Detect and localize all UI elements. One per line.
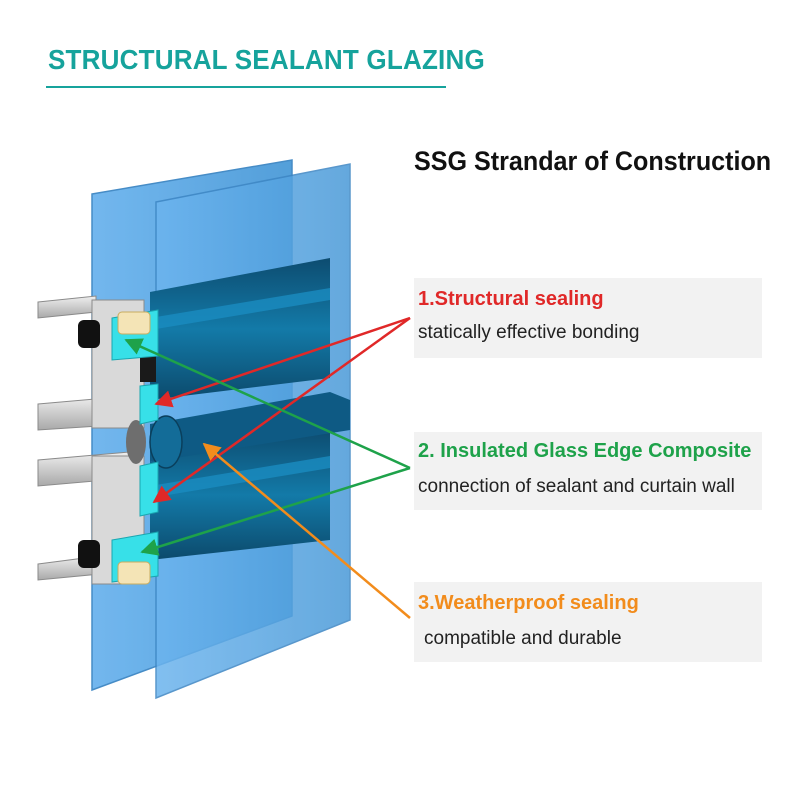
black-gasket-top <box>78 320 100 348</box>
weatherproof-sealant <box>149 415 183 469</box>
page-title: STRUCTURAL SEALANT GLAZING <box>48 44 485 75</box>
callout-description: connection of sealant and curtain wall <box>418 476 735 497</box>
callout-heading: 1.Structural sealing <box>418 288 604 310</box>
title-underline <box>46 86 446 88</box>
arrow-insulated-glass-2 <box>140 466 411 556</box>
mullion-lower-highlight <box>150 456 330 498</box>
mullion-upper <box>150 258 330 400</box>
diagram-subtitle: SSG Strandar of Construction <box>414 146 772 176</box>
mullion-lower <box>150 430 330 560</box>
mullion-upper-highlight <box>150 288 330 330</box>
callout-weatherproof-sealing: 3.Weatherproof sealing compatible and du… <box>414 582 762 662</box>
foam-block-bottom <box>117 561 151 585</box>
foam-block-top <box>117 311 151 335</box>
callout-heading: 2. Insulated Glass Edge Composite <box>418 440 752 462</box>
arrow-structural-sealing-1 <box>154 316 411 408</box>
structural-spacer-mid-lower <box>139 461 159 517</box>
callout-structural-sealing: 1.Structural sealing statically effectiv… <box>414 278 762 358</box>
callout-heading: 3.Weatherproof sealing <box>418 592 639 614</box>
callout-description: statically effective bonding <box>418 322 640 343</box>
structural-spacer-mid-upper <box>139 383 159 425</box>
backer-rod <box>126 420 146 464</box>
black-gasket-bottom <box>78 540 100 568</box>
arrow-weatherproof-sealing <box>202 442 411 619</box>
callout-description: compatible and durable <box>424 628 622 649</box>
arrow-insulated-glass-1 <box>124 338 411 470</box>
weather-seal-band <box>150 392 350 462</box>
aluminum-profile-top <box>37 295 97 319</box>
callout-insulated-glass-edge: 2. Insulated Glass Edge Composite connec… <box>414 432 762 510</box>
